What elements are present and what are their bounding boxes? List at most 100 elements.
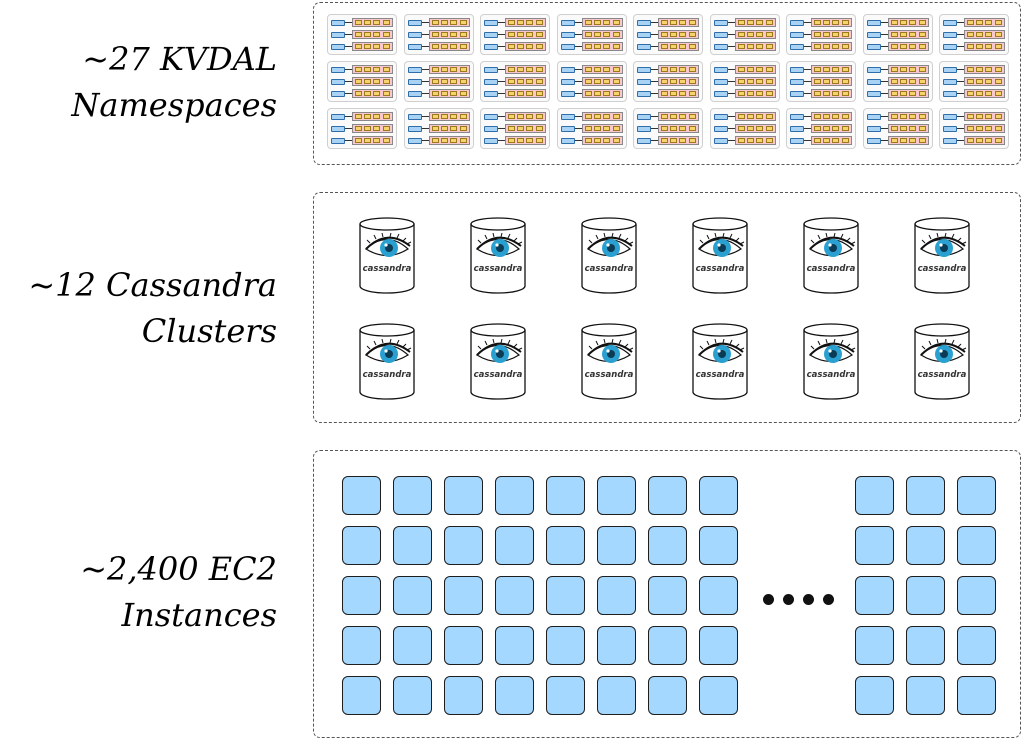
- namespace-icon: [633, 14, 703, 55]
- cassandra-eye-icon: [698, 232, 745, 257]
- ec2-instance-icon: [444, 676, 483, 715]
- ellipsis-dot: [803, 594, 814, 605]
- cassandra-database-icon: cassandra: [580, 216, 638, 294]
- cassandra-eye-icon: [587, 338, 634, 363]
- cassandra-database-icon: cassandra: [691, 322, 749, 400]
- ec2-instances-grid-left: [342, 476, 738, 715]
- ec2-instance-icon: [957, 626, 996, 665]
- namespace-icon: [480, 14, 550, 55]
- cassandra-eye-icon: [920, 338, 967, 363]
- ec2-instance-icon: [648, 676, 687, 715]
- ec2-instance-icon: [855, 526, 894, 565]
- namespace-icon: [403, 14, 474, 55]
- ec2-instance-icon: [699, 626, 738, 665]
- namespace-icon: [327, 108, 397, 149]
- svg-text:cassandra: cassandra: [696, 370, 745, 380]
- namespace-icon: [786, 61, 856, 102]
- cassandra-database-icon: cassandra: [358, 216, 416, 294]
- ec2-instance-icon: [444, 526, 483, 565]
- ec2-instance-icon: [906, 676, 945, 715]
- ec2-instance-icon: [546, 476, 585, 515]
- cassandra-database-icon: cassandra: [469, 322, 527, 400]
- ec2-instance-icon: [957, 526, 996, 565]
- cassandra-clusters-panel: cassandra cassandra cassandra cassandra cass…: [313, 192, 1021, 423]
- ec2-instance-icon: [855, 476, 894, 515]
- ec2-instance-icon: [342, 626, 381, 665]
- ec2-instance-icon: [495, 526, 534, 565]
- namespace-icon: [939, 61, 1009, 102]
- cassandra-database-icon: cassandra: [913, 216, 971, 294]
- ec2-instance-icon: [699, 676, 738, 715]
- cassandra-eye-icon: [698, 338, 745, 363]
- svg-text:cassandra: cassandra: [918, 370, 967, 380]
- cassandra-eye-icon: [365, 338, 412, 363]
- namespace-icon: [709, 14, 780, 55]
- ec2-instance-icon: [546, 676, 585, 715]
- cassandra-clusters-label-line-2: Clusters: [141, 312, 277, 350]
- ec2-instance-icon: [597, 626, 636, 665]
- namespace-icon: [327, 61, 397, 102]
- ec2-instance-icon: [597, 476, 636, 515]
- ec2-instance-icon: [957, 676, 996, 715]
- namespace-icon: [862, 61, 933, 102]
- namespace-icon: [556, 108, 627, 149]
- namespace-icon: [862, 14, 933, 55]
- ec2-instance-icon: [393, 526, 432, 565]
- namespace-icon: [480, 108, 550, 149]
- ec2-instance-icon: [957, 576, 996, 615]
- namespace-icon: [327, 14, 397, 55]
- svg-text:cassandra: cassandra: [696, 264, 745, 274]
- namespace-icon: [480, 61, 550, 102]
- namespace-icon: [786, 108, 856, 149]
- ec2-instance-icon: [342, 676, 381, 715]
- cassandra-eye-icon: [809, 232, 856, 257]
- svg-text:cassandra: cassandra: [474, 370, 523, 380]
- ec2-instance-icon: [444, 626, 483, 665]
- ec2-instance-icon: [444, 476, 483, 515]
- svg-text:cassandra: cassandra: [585, 370, 634, 380]
- svg-text:cassandra: cassandra: [807, 264, 856, 274]
- svg-text:cassandra: cassandra: [918, 264, 967, 274]
- namespace-icon: [786, 14, 856, 55]
- cassandra-database-icon: cassandra: [802, 216, 860, 294]
- cassandra-database-icon: cassandra: [580, 322, 638, 400]
- ec2-instance-icon: [906, 576, 945, 615]
- namespace-icon: [709, 108, 780, 149]
- ec2-instances-grid-right: [855, 476, 996, 715]
- ec2-instances-panel: [313, 450, 1021, 738]
- namespace-icon: [403, 108, 474, 149]
- namespaces-grid: [327, 14, 1009, 149]
- namespace-icon: [556, 61, 627, 102]
- svg-text:cassandra: cassandra: [807, 370, 856, 380]
- ec2-instances-label: ~2,400 EC2 Instances: [80, 546, 277, 638]
- ec2-instance-icon: [546, 626, 585, 665]
- ec2-instance-icon: [906, 476, 945, 515]
- cassandra-eye-icon: [809, 338, 856, 363]
- ec2-instance-icon: [648, 576, 687, 615]
- ellipsis: [763, 594, 834, 605]
- namespaces-label-line-1: ~27 KVDAL: [82, 40, 277, 78]
- cassandra-eye-icon: [587, 232, 634, 257]
- ec2-instance-icon: [597, 676, 636, 715]
- ec2-instance-icon: [906, 626, 945, 665]
- ec2-instances-label-line-1: ~2,400 EC2: [80, 550, 277, 588]
- namespace-icon: [633, 61, 703, 102]
- ec2-instance-icon: [906, 526, 945, 565]
- cassandra-database-icon: cassandra: [691, 216, 749, 294]
- svg-text:cassandra: cassandra: [585, 264, 634, 274]
- ec2-instance-icon: [546, 526, 585, 565]
- ec2-instances-label-line-2: Instances: [121, 596, 278, 634]
- ec2-instance-icon: [648, 526, 687, 565]
- namespace-icon: [939, 14, 1009, 55]
- namespace-icon: [556, 14, 627, 55]
- ec2-instance-icon: [444, 576, 483, 615]
- cassandra-eye-icon: [920, 232, 967, 257]
- cassandra-database-icon: cassandra: [913, 322, 971, 400]
- namespace-icon: [939, 108, 1009, 149]
- cassandra-database-icon: cassandra: [802, 322, 860, 400]
- ec2-instance-icon: [495, 626, 534, 665]
- ec2-instance-icon: [855, 576, 894, 615]
- ec2-instance-icon: [648, 476, 687, 515]
- ec2-instance-icon: [699, 526, 738, 565]
- cassandra-eye-icon: [476, 232, 523, 257]
